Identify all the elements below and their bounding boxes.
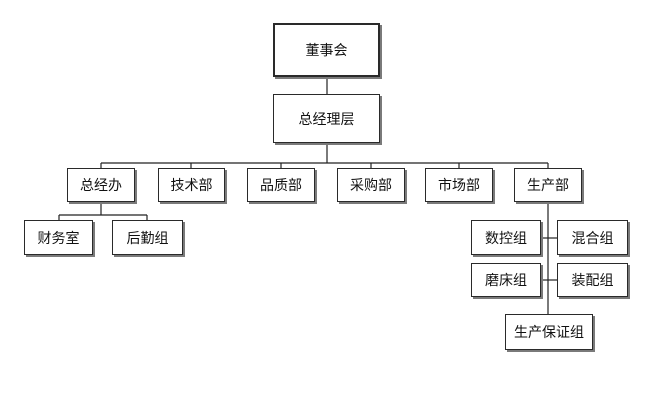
unit-label: 生产保证组 <box>514 325 584 341</box>
unit-production-support-group: 生产保证组 <box>505 314 593 350</box>
dept-label: 市场部 <box>438 178 480 194</box>
dept-production: 生产部 <box>514 168 582 202</box>
unit-label: 后勤组 <box>126 230 169 247</box>
dept-purchasing: 采购部 <box>337 168 405 202</box>
dept-technology: 技术部 <box>158 168 225 202</box>
dept-label: 品质部 <box>260 178 302 194</box>
unit-label: 磨床组 <box>485 273 527 289</box>
unit-finance-office: 财务室 <box>24 220 93 255</box>
dept-label: 生产部 <box>527 178 569 194</box>
board-label: 董事会 <box>305 43 348 59</box>
unit-cnc-group: 数控组 <box>471 220 541 255</box>
dept-general-office: 总经办 <box>67 168 135 202</box>
unit-mixing-group: 混合组 <box>557 220 628 255</box>
dept-marketing: 市场部 <box>425 168 493 202</box>
management-box: 总经理层 <box>273 94 380 143</box>
dept-label: 技术部 <box>170 178 213 194</box>
dept-label: 总经办 <box>80 178 122 194</box>
unit-logistics-group: 后勤组 <box>112 220 183 255</box>
unit-label: 财务室 <box>37 230 80 247</box>
board-box: 董事会 <box>273 23 380 77</box>
management-label: 总经理层 <box>298 111 355 128</box>
dept-label: 采购部 <box>350 178 392 194</box>
unit-label: 装配组 <box>571 273 614 289</box>
unit-label: 混合组 <box>571 230 614 247</box>
unit-label: 数控组 <box>485 230 527 247</box>
unit-assembly-group: 装配组 <box>557 263 628 297</box>
dept-quality: 品质部 <box>247 168 315 202</box>
unit-grinding-group: 磨床组 <box>471 263 541 297</box>
